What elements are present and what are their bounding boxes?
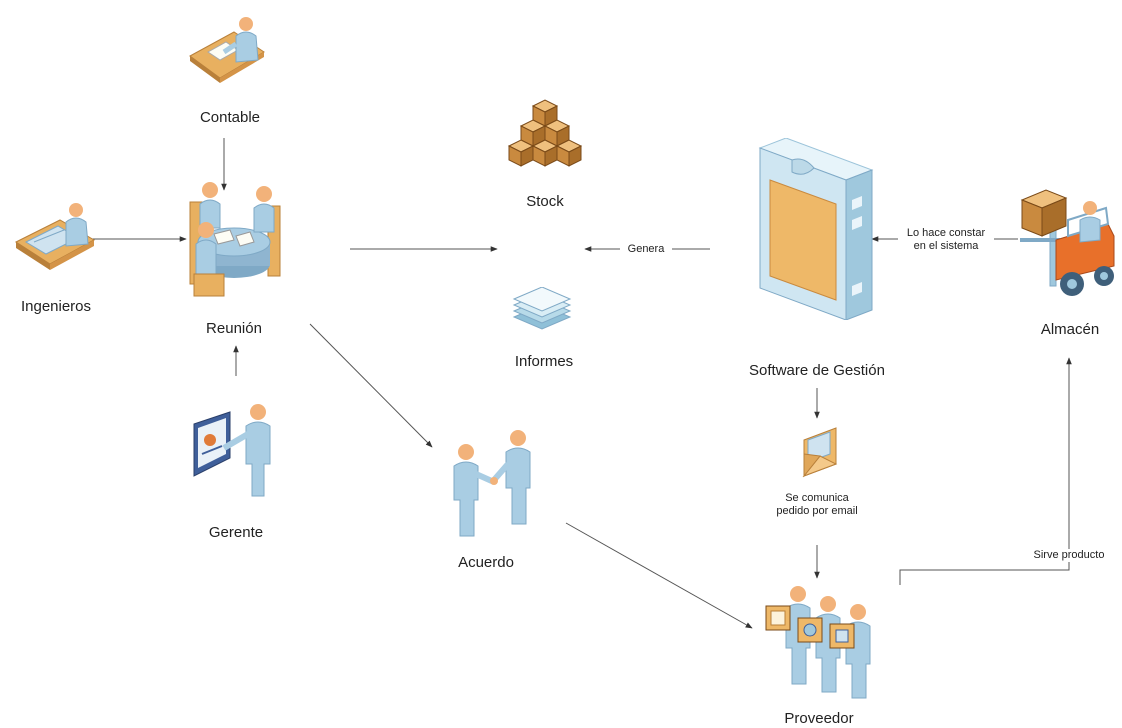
engineer-desk-icon bbox=[14, 203, 96, 270]
edge-label-lo-hace-line2: en el sistema bbox=[913, 240, 979, 252]
forklift-icon bbox=[1020, 189, 1115, 296]
reunion-label: Reunión bbox=[206, 320, 262, 337]
meeting-table-icon bbox=[189, 182, 281, 297]
edge-label-lo-hace-line1: Lo hace constar bbox=[906, 227, 986, 239]
suppliers-icon bbox=[765, 586, 871, 699]
handshake-icon bbox=[453, 430, 531, 537]
email-label-line2: pedido por email bbox=[776, 505, 858, 517]
edge-label-genera: Genera bbox=[620, 243, 672, 256]
accountant-desk-icon bbox=[189, 17, 265, 83]
arrow-reunion-to-acuerdo bbox=[309, 323, 433, 448]
edge-label-sirve-producto: Sirve producto bbox=[1026, 549, 1112, 562]
arrow-proveedor-to-almacen bbox=[899, 357, 1072, 585]
gerente-label: Gerente bbox=[208, 524, 264, 541]
manager-presentation-icon bbox=[193, 404, 271, 497]
ingenieros-label: Ingenieros bbox=[20, 298, 92, 315]
boxes-stack-icon bbox=[507, 99, 583, 167]
email-envelope-icon bbox=[802, 427, 838, 478]
documents-stack-icon bbox=[512, 287, 572, 330]
server-tower-icon bbox=[758, 138, 874, 320]
almacen-label: Almacén bbox=[1040, 321, 1100, 338]
proveedor-label: Proveedor bbox=[784, 710, 854, 727]
email-label-line1: Se comunica bbox=[785, 492, 849, 504]
arrow-acuerdo-to-proveedor bbox=[565, 522, 753, 629]
email-label: Se comunica pedido por email bbox=[762, 492, 872, 518]
informes-label: Informes bbox=[514, 353, 574, 370]
acuerdo-label: Acuerdo bbox=[458, 554, 514, 571]
stock-label: Stock bbox=[526, 193, 564, 210]
software-label: Software de Gestión bbox=[749, 362, 885, 379]
contable-label: Contable bbox=[199, 109, 261, 126]
edge-label-lo-hace-constar: Lo hace constar en el sistema bbox=[898, 227, 994, 253]
